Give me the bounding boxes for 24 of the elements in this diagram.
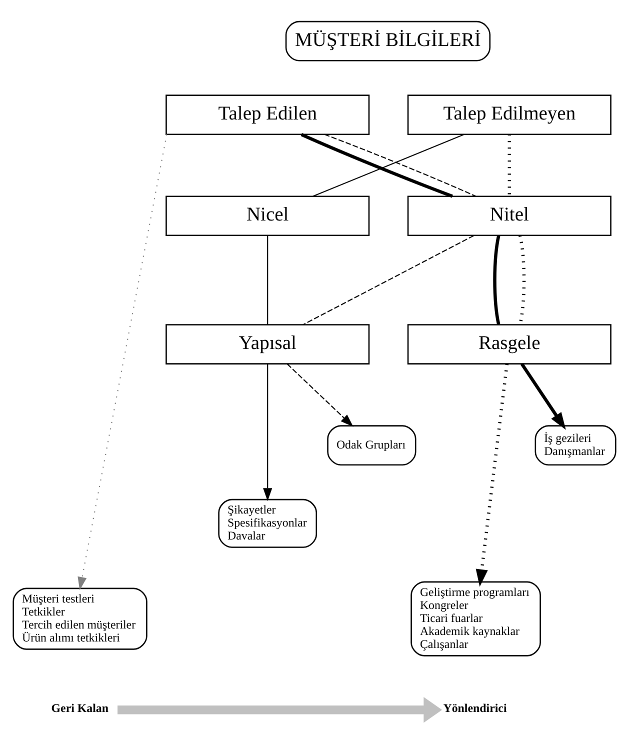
connector [300,133,452,198]
node-box: Nicel [165,196,370,236]
node-box: İş gezileri Danışmanlar [534,425,616,466]
node-text: Yönlendirici [442,700,506,715]
arrow [262,364,272,502]
node-text: Geri Kalan [50,700,108,715]
node-box: Nitel [406,196,611,236]
arrow [117,697,442,723]
arrow [77,134,167,590]
connector [266,236,268,324]
node-box: Talep Edilmeyen [406,94,611,135]
arrow [475,364,508,587]
node-box: Geliştirme programları Kongreler Ticari fuarlar Akademik kaynaklar Çalışanlar [410,581,540,656]
node-box: Rasgele [406,324,611,364]
node-box: Müşteri testleri Tetkikler Tercih edilen müşteriler Ürün alımı tetkikleri [12,588,147,650]
node-box: Odak Grupları [326,425,416,466]
node-box: Şikayetler Spesifikasyonlar Davalar [218,498,317,548]
node-box: Yapısal [165,324,370,364]
connector [302,235,474,326]
node-box: Talep Edilen [165,94,370,135]
connector [492,235,500,325]
arrow [286,364,353,427]
arrow [520,363,566,430]
node-box: MÜŞTERİ BİLGİLERİ [284,20,490,62]
